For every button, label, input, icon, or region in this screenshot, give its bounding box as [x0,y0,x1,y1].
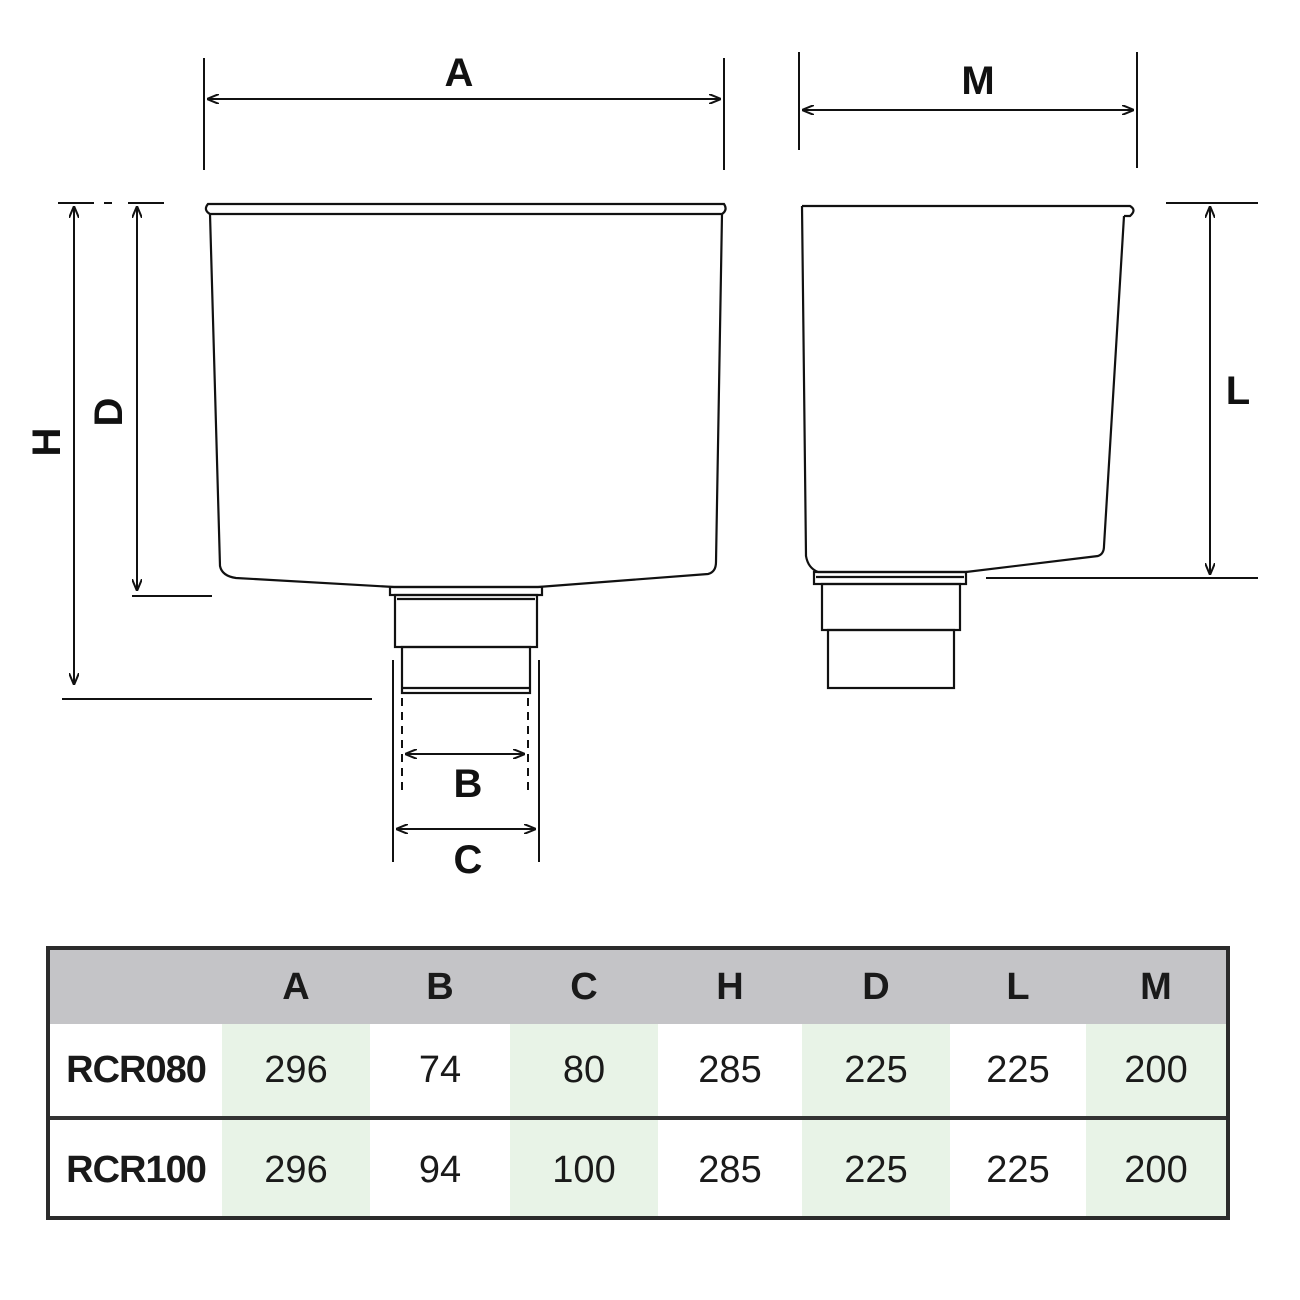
column-header-l: L [950,950,1086,1024]
table-cell: 285 [658,1024,802,1116]
dimension-label-h: H [25,428,69,457]
dimension-label-b: B [454,762,483,806]
dimension-h [58,202,372,700]
dimension-label-a: A [445,51,474,95]
table-cell: 200 [1086,1120,1226,1216]
front-outlet-upper [393,593,539,649]
table-cell: 296 [222,1024,370,1116]
side-view [800,204,1135,690]
table-cell: 94 [370,1120,510,1216]
front-outlet-flange [388,585,544,597]
dimension-a [203,58,725,170]
table-cell: 296 [222,1120,370,1216]
table-cell: 80 [510,1024,658,1116]
dimension-label-m: M [961,59,994,103]
dimension-d [128,202,212,597]
front-outlet-lower [400,645,532,695]
dimension-label-d: D [87,398,131,427]
side-rim [802,204,1135,218]
dimension-label-c: C [454,838,483,882]
table-cell: 225 [950,1120,1086,1216]
dimension-m [798,52,1138,168]
dimension-c [392,660,540,862]
front-body [208,213,724,589]
table-cell: 225 [802,1024,950,1116]
table-cell: 225 [950,1024,1086,1116]
side-outlet-lower [826,628,956,690]
dimensions-table: A B C H D L M RCR080 296 74 80 285 225 2… [46,946,1230,1220]
row-divider [50,1116,1226,1120]
column-header-h: H [658,950,802,1024]
front-view [204,202,727,695]
dimension-b [401,698,529,795]
row-label-rcr100: RCR100 [50,1120,222,1216]
table-header-corner [50,950,222,1024]
row-label-rcr080: RCR080 [50,1024,222,1116]
side-outlet-upper [820,582,962,632]
column-header-b: B [370,950,510,1024]
column-header-m: M [1086,950,1226,1024]
table-cell: 74 [370,1024,510,1116]
table-cell: 285 [658,1120,802,1216]
column-header-a: A [222,950,370,1024]
front-rim [204,202,727,216]
technical-drawing: A M H D L B C [25,51,1258,882]
dimension-l [986,202,1258,579]
table-cell: 225 [802,1120,950,1216]
column-header-c: C [510,950,658,1024]
table-cell: 100 [510,1120,658,1216]
table-cell: 200 [1086,1024,1226,1116]
dimension-label-l: L [1226,369,1250,413]
side-body [800,205,1126,574]
column-header-d: D [802,950,950,1024]
